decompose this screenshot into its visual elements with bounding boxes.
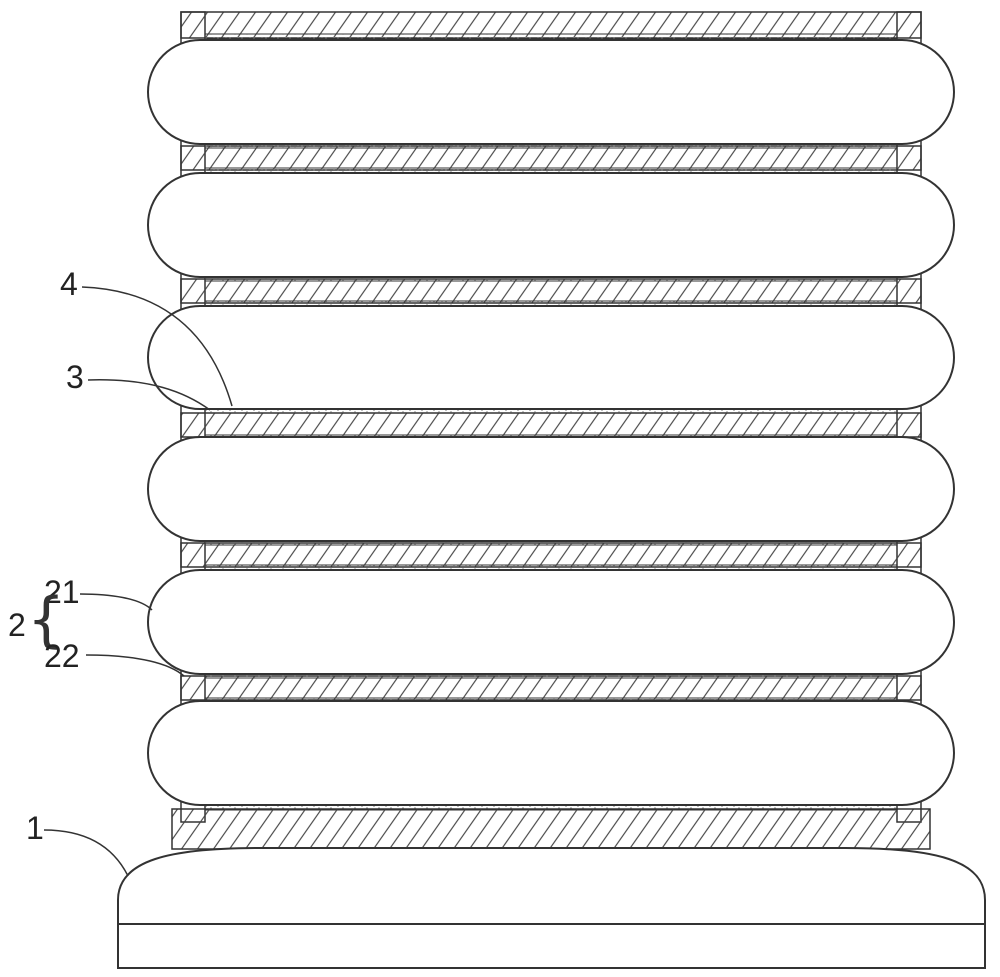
base-plate <box>117 923 986 969</box>
label-3: 3 <box>66 359 84 395</box>
label-21: 21 <box>44 574 80 610</box>
label-4: 4 <box>60 266 78 302</box>
hatched-layer-3 <box>180 407 922 441</box>
adhesive-strip-top <box>204 33 898 40</box>
leader-line-1 <box>43 829 129 877</box>
hatched-layer-1 <box>180 142 922 174</box>
ring-element-5 <box>147 569 955 675</box>
brace-symbol: { <box>27 585 66 655</box>
label-22: 22 <box>44 638 80 674</box>
label-1: 1 <box>26 810 44 846</box>
hatched-layer-2 <box>180 275 922 307</box>
label-2: 2 <box>8 607 26 643</box>
leader-line-4 <box>81 286 233 407</box>
leader-line-21 <box>79 593 153 611</box>
hatched-layer-bottom <box>171 804 931 850</box>
ring-element-1 <box>147 39 955 145</box>
ring-element-6 <box>147 700 955 806</box>
leader-line-3 <box>87 379 211 411</box>
hatched-layer-4 <box>180 539 922 571</box>
leader-line-22 <box>85 654 185 677</box>
ring-element-3 <box>147 305 955 410</box>
hatched-layer-5 <box>180 672 922 704</box>
ring-element-2 <box>147 172 955 278</box>
base-dome <box>117 847 986 925</box>
ring-element-4 <box>147 436 955 542</box>
